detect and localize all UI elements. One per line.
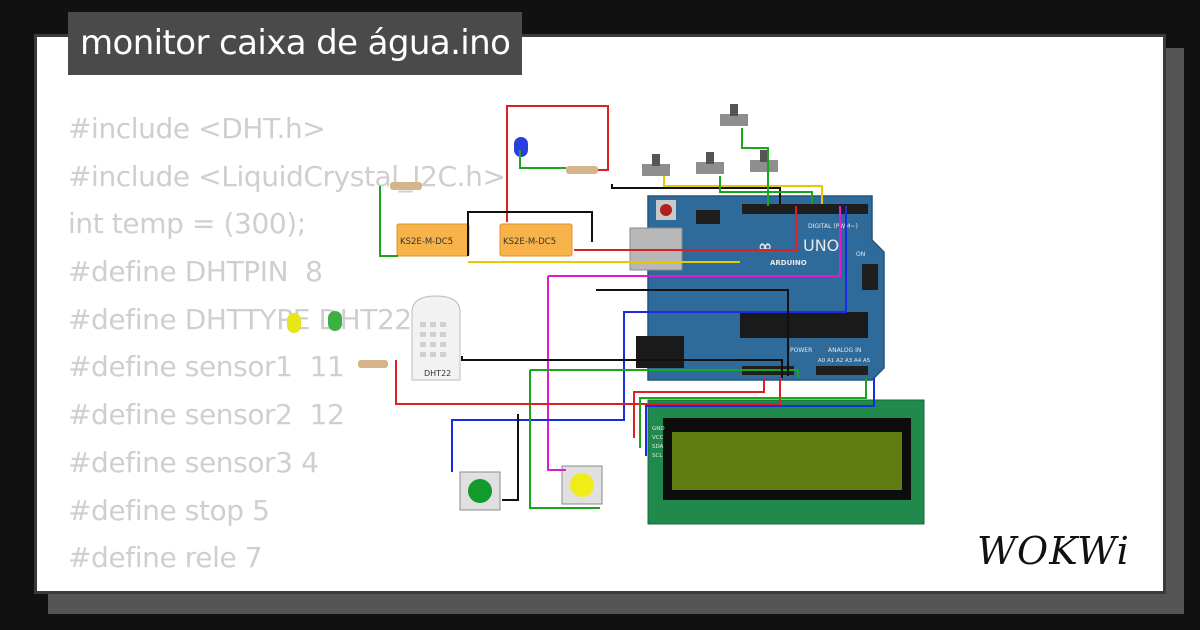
led-blue[interactable] (514, 137, 528, 157)
on-label: ON (856, 251, 865, 258)
model-label: UNO (803, 236, 839, 255)
lcd-pin-vcc: VCC (652, 435, 664, 441)
lcd-pin-sda: SDA (652, 444, 664, 450)
code-line: #define rele 7 (68, 541, 263, 575)
wire-black (596, 289, 789, 376)
digital-header (742, 204, 868, 214)
relay-label: KS2E-M-DC5 (400, 237, 453, 247)
atmega-chip (740, 312, 868, 338)
brand-label: ARDUINO (770, 259, 807, 267)
analog-label: ANALOG IN (828, 347, 861, 354)
analog-pin-a4: A4 (854, 358, 862, 364)
wire-magenta (548, 206, 841, 277)
analog-pin-a0: A0 (818, 358, 826, 364)
pushbutton-yellow[interactable] (561, 465, 603, 505)
wire-green (530, 369, 799, 378)
code-line: #include <DHT.h> (68, 112, 326, 145)
wire-magenta (547, 276, 566, 471)
power-jack (636, 336, 684, 368)
lcd-pin-gnd: GND (652, 426, 665, 432)
wire-green (639, 378, 867, 448)
wire-black (611, 184, 781, 204)
wire-black (461, 356, 783, 378)
project-title[interactable]: monitor caixa de água.ino (68, 12, 523, 75)
led-yellow[interactable] (287, 313, 301, 333)
analog-pin-a3: A3 (845, 358, 853, 364)
wire-blue (645, 378, 875, 456)
resistor-1 (390, 182, 422, 190)
lcd-pin-scl: SCL (652, 453, 663, 459)
code-line: #define buzzer 9 (68, 582, 506, 594)
power-label: POWER (790, 347, 812, 354)
wire-blue (451, 206, 847, 472)
code-line: #define sensor1 11 (68, 350, 345, 384)
wire-red (574, 206, 797, 251)
code-line: #define DHTTYPE DHT22 (68, 302, 412, 336)
relay-module-2[interactable]: KS2E-M-DC5 (499, 223, 573, 257)
resistor-3 (358, 360, 388, 368)
slide-switch-4[interactable] (750, 150, 778, 172)
lcd-1602-display[interactable]: GND VCC SDA SCL (647, 399, 925, 525)
wokwi-logo-text: WOKWi (977, 529, 1130, 573)
analog-pin-a1: A1 (827, 358, 834, 364)
dht-label: DHT22 (424, 369, 451, 378)
wire-green (519, 150, 566, 169)
analog-pin-a5: A5 (863, 358, 871, 364)
pushbutton-green[interactable] (459, 471, 501, 511)
code-line: #define DHTPIN 8 (68, 255, 323, 289)
project-card[interactable]: #include <DHT.h> #include <LiquidCrystal… (34, 34, 1166, 594)
arduino-infinity-logo: ∞ (758, 237, 772, 257)
wire-green (379, 186, 398, 257)
wires (379, 105, 875, 509)
relay-module-1[interactable]: KS2E-M-DC5 (396, 223, 470, 257)
slide-switch-1[interactable] (720, 104, 748, 126)
analog-header (816, 366, 868, 375)
wire-red (506, 105, 609, 222)
reset-button[interactable] (660, 204, 672, 216)
relay-label: KS2E-M-DC5 (503, 237, 556, 247)
wire-red (633, 378, 765, 438)
wire-yellow (663, 176, 823, 204)
analog-pin-a2: A2 (836, 358, 843, 364)
lcd-screen (672, 432, 902, 490)
wire-black (502, 414, 519, 501)
code-line: int temp = (300); (68, 207, 306, 241)
led-green[interactable] (328, 311, 342, 331)
slide-switch-2[interactable] (642, 154, 670, 176)
code-line: #define stop 5 (68, 493, 270, 527)
slide-switch-3[interactable] (696, 152, 724, 174)
wire-black (467, 211, 593, 256)
code-line: #define sensor2 12 (68, 398, 345, 432)
wire-green (719, 176, 813, 204)
wire-green (529, 370, 600, 509)
code-line: #define sensor3 4 (68, 445, 319, 479)
dht22-sensor[interactable]: DHT22 (411, 295, 461, 381)
code-preview: #include <DHT.h> #include <LiquidCrystal… (68, 105, 506, 594)
resistor-2 (566, 166, 598, 174)
code-line: #include <LiquidCrystal_I2C.h> (68, 159, 506, 193)
wire-red (395, 360, 781, 405)
wire-green (741, 128, 769, 206)
wokwi-logo[interactable]: WOKWi (975, 528, 1151, 576)
digital-label: DIGITAL (PWM~) (808, 223, 858, 230)
